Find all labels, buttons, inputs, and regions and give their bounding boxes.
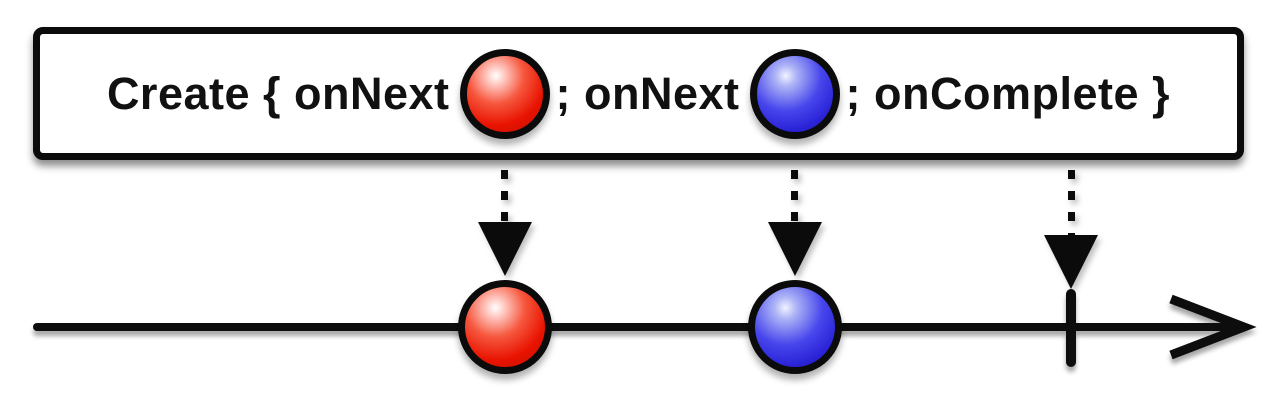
arrow-head-icon bbox=[767, 222, 822, 276]
blue-marble-icon bbox=[749, 48, 840, 139]
red-marble-event bbox=[457, 280, 552, 374]
arrow-head-icon bbox=[1044, 235, 1098, 289]
dashed-line bbox=[791, 170, 799, 222]
red-marble-icon bbox=[459, 48, 550, 139]
operator-box: Create { onNext ; onNext ; onComplete } bbox=[33, 27, 1244, 160]
dashed-arrow-red bbox=[477, 170, 532, 276]
dashed-line bbox=[1067, 170, 1075, 235]
timeline-arrow-icon bbox=[1169, 294, 1257, 360]
box-text-segment-1: Create { onNext bbox=[106, 67, 450, 119]
dashed-arrow-blue bbox=[767, 170, 822, 276]
blue-marble-event bbox=[747, 280, 842, 374]
dashed-line bbox=[501, 170, 509, 222]
box-text-segment-3: ; onComplete } bbox=[845, 67, 1171, 119]
box-text-segment-2: ; onNext bbox=[555, 67, 740, 119]
dashed-arrow-complete bbox=[1044, 170, 1098, 289]
arrow-head-icon bbox=[477, 222, 532, 276]
